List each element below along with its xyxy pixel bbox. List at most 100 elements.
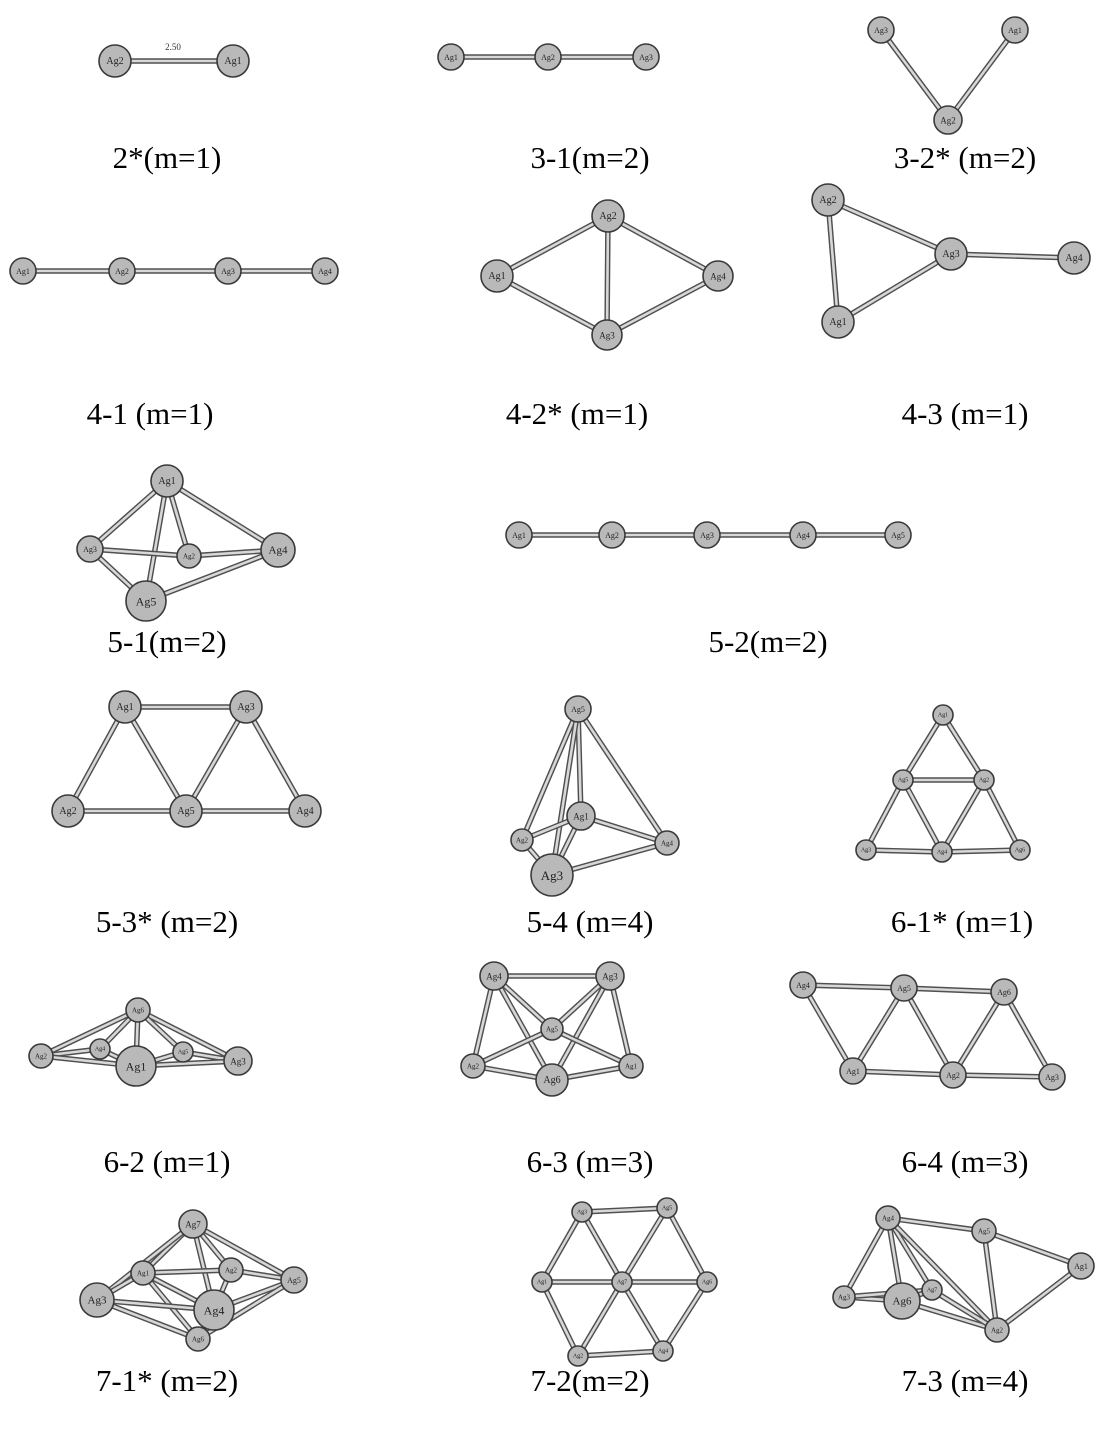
atom-circle (1001, 16, 1029, 44)
atom-ag7: Ag7 (611, 1271, 633, 1293)
bond-ag6-ag2 (38, 1007, 141, 1059)
atom-circle (618, 1053, 644, 1079)
atom-label: Ag3 (88, 1295, 107, 1307)
atom-label: Ag1 (537, 1280, 547, 1286)
structure-caption: 6-2 (m=1) (104, 1144, 231, 1179)
atom-ag5: Ag5 (280, 1266, 308, 1294)
atom-circle (598, 521, 626, 549)
atom-ag3: Ag3 (1038, 1063, 1066, 1091)
atom-ag1: Ag1 (618, 1053, 644, 1079)
bond-ag5-ag3 (549, 706, 581, 878)
structure-caption: 3-2* (m=2) (894, 140, 1036, 175)
atom-label: Ag3 (639, 53, 653, 62)
atom-circle (535, 1063, 569, 1097)
atom-ag2: Ag2 (108, 257, 136, 285)
structure-caption: 6-3 (m=3) (527, 1144, 654, 1179)
atom-circle (288, 794, 322, 828)
atom-label: Ag6 (893, 1296, 912, 1308)
atom-label: Ag5 (571, 705, 585, 714)
atom-ag4: Ag4 (479, 961, 509, 991)
bond-ag7-ag5 (619, 1205, 670, 1285)
atom-ag1: Ag1 (821, 305, 855, 339)
atom-ag4: Ag4 (652, 1340, 674, 1362)
atom-ag1: Ag1 (108, 690, 142, 724)
structure-caption: 5-1(m=2) (107, 624, 226, 659)
atom-circle (530, 853, 574, 897)
atom-circle (115, 1045, 157, 1087)
atom-label: Ag4 (486, 972, 502, 982)
bond-ag4-ag2 (470, 973, 497, 1069)
atom-label: Ag2 (599, 211, 616, 222)
atom-circle (169, 794, 203, 828)
bond-ag5-ag6 (664, 1205, 710, 1285)
atom-ag1: Ag1 (437, 43, 465, 71)
atom-circle (591, 319, 623, 351)
atom-circle (108, 257, 136, 285)
atom-label: Ag1 (488, 271, 505, 282)
atom-label: Ag3 (838, 1294, 851, 1302)
atom-ag5: Ag5 (971, 1218, 997, 1244)
bond-ag2-ag1 (539, 1279, 581, 1359)
atom-ag4: Ag4 (789, 521, 817, 549)
bond-ag6-ag2 (950, 989, 1007, 1078)
atom-ag3: Ag3 (867, 16, 895, 44)
atom-ag6: Ag6 (535, 1063, 569, 1097)
bond-ag1-ag5 (122, 704, 189, 814)
atom-label: Ag4 (269, 545, 288, 557)
atom-ag1: Ag1 (839, 1057, 867, 1085)
atom-circle (566, 801, 596, 831)
atom-label: Ag3 (230, 1057, 246, 1067)
bond-ag4-ag1 (800, 982, 856, 1074)
atom-label: Ag6 (192, 1336, 205, 1344)
atom-label: Ag5 (287, 1276, 301, 1285)
bond-ag5-ag4 (143, 547, 281, 604)
bond-ag1-ag2 (140, 1267, 234, 1276)
bond-ag2-ag3 (604, 213, 611, 338)
atom-circle (108, 690, 142, 724)
atom-ag7: Ag7 (921, 1279, 943, 1301)
atom-label: Ag2 (225, 1267, 238, 1275)
atom-label: Ag5 (891, 531, 905, 540)
bond-ag4-ag2 (575, 1348, 666, 1359)
atom-ag1: Ag1 (566, 801, 596, 831)
atom-circle (79, 1282, 115, 1318)
bond-ag2-ag3 (825, 197, 954, 257)
atom-ag5: Ag5 (169, 794, 203, 828)
atom-ag2: Ag2 (984, 1317, 1010, 1343)
atom-circle (934, 237, 968, 271)
atom-circle (883, 1282, 921, 1320)
atom-ag1: Ag1 (1067, 1252, 1095, 1280)
structure-caption: 7-3 (m=4) (902, 1363, 1029, 1398)
atom-circle (652, 1340, 674, 1362)
bond-ag3-ag5 (579, 1205, 670, 1215)
atom-ag3: Ag3 (632, 43, 660, 71)
bond-ag1-ag3 (87, 478, 170, 552)
atom-ag1: Ag1 (531, 1271, 553, 1293)
atom-label: Ag2 (59, 806, 76, 817)
atom-label: Ag2 (573, 1354, 583, 1360)
atom-label: Ag2 (946, 1071, 960, 1080)
atom-circle (505, 521, 533, 549)
atom-circle (531, 1271, 553, 1293)
bond-ag5-ag2 (901, 985, 956, 1078)
bond-ag6-ag3 (1001, 989, 1055, 1080)
bond-ag5-ag3 (863, 777, 906, 853)
atom-ag1: Ag1 (9, 257, 37, 285)
bond-ag5-ag2 (519, 706, 581, 843)
atom-circle (534, 43, 562, 71)
atom-label: Ag4 (658, 1349, 668, 1355)
atom-label: Ag1 (137, 1270, 150, 1278)
atom-label: Ag1 (158, 476, 175, 487)
bond-ag1-ag2 (850, 1068, 956, 1078)
atom-circle (223, 1046, 253, 1076)
atom-label: Ag5 (662, 1206, 672, 1212)
atom-circle (875, 1205, 901, 1231)
atom-circle (510, 828, 534, 852)
bond-ag1-ag2 (494, 213, 611, 279)
atom-ag6: Ag6 (696, 1271, 718, 1293)
structure-caption: 4-1 (m=1) (87, 396, 214, 431)
